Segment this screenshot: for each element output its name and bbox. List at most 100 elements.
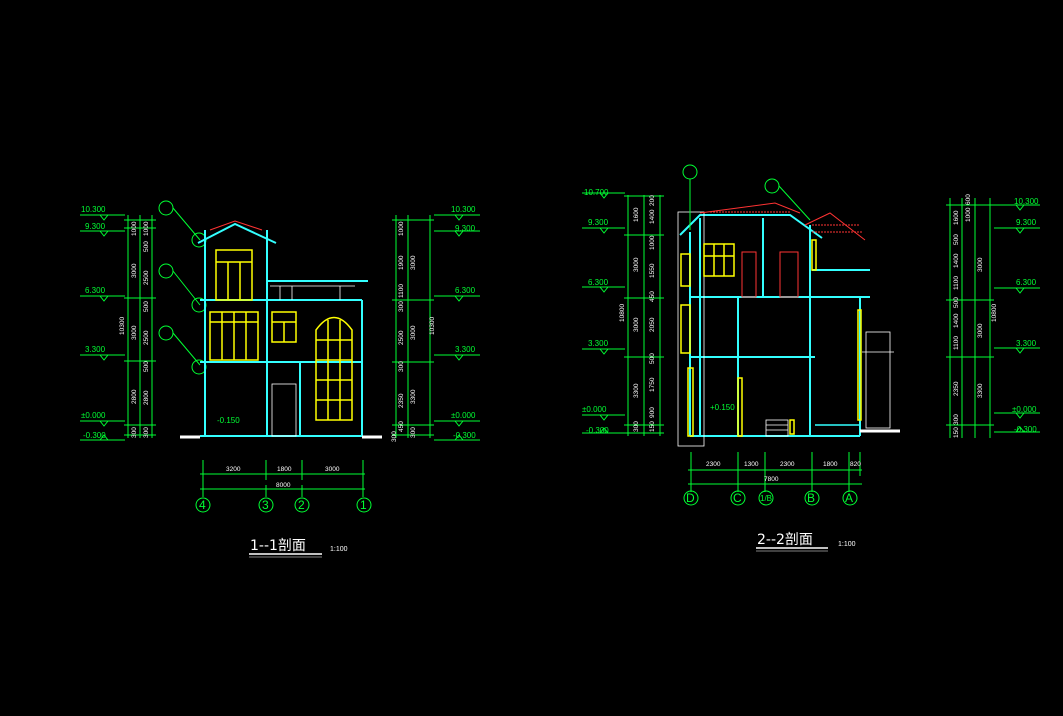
s1-rdim-8: 450 <box>398 421 405 432</box>
s2-bdim-2: 1300 <box>744 461 759 468</box>
s1-left-level-5: ±0.000 <box>81 411 106 420</box>
s1-ldim-3: 3000 <box>131 325 138 340</box>
s1-structure <box>197 222 368 437</box>
s1-ldim-11: 500 <box>143 361 150 372</box>
s2-rdim-2: 1000 <box>965 207 972 222</box>
section2-left-dim-lines <box>582 192 664 436</box>
s2-axis-a: A <box>845 491 853 505</box>
s1-ldim-2: 3000 <box>131 263 138 278</box>
s2-rdim-4: 1400 <box>953 253 960 268</box>
s1-rdim-9: 300 <box>391 431 398 442</box>
s2-rdim-3: 600 <box>965 194 972 205</box>
s2-axis-1b: 1/B <box>760 494 772 503</box>
s1-right-level-5: ±0.000 <box>451 411 476 420</box>
s1-scale: 1:100 <box>330 546 348 553</box>
s1-title: 1--1剖面 <box>250 538 306 554</box>
s2-left-total: 10800 <box>619 304 626 322</box>
s1-rdim-2: 1900 <box>398 255 405 270</box>
s1-bottom-dim-lines <box>200 460 365 497</box>
s2-rmid-3: 3300 <box>977 383 984 398</box>
s2-right-level-1: 10.300 <box>1014 197 1039 206</box>
s1-rmid-2: 3000 <box>410 325 417 340</box>
s2-ldim-5: 1550 <box>649 263 656 278</box>
s2-ldim-11: 150 <box>649 421 656 432</box>
s2-rdim-9: 1100 <box>953 336 960 350</box>
section-1-drawing: 10.300 9.300 6.300 3.300 ±0.000 -0.300 1… <box>80 200 480 558</box>
s2-detail-callouts <box>682 164 811 230</box>
s1-rdim-4: 1100 <box>398 284 405 298</box>
s2-windows <box>680 239 862 437</box>
section2-right-dim-lines <box>946 198 1040 438</box>
s1-roof-outline <box>209 220 263 231</box>
s2-ldim-8: 500 <box>649 353 656 364</box>
s1-left-level-4: 3.300 <box>85 345 106 354</box>
s1-axis-1: 1 <box>360 498 367 512</box>
s1-ldim-8: 2500 <box>143 270 150 285</box>
s2-rmid-2: 3000 <box>977 323 984 338</box>
s2-right-total: 10800 <box>991 304 998 322</box>
s2-ldim-10: 900 <box>649 407 656 418</box>
s1-detail-callouts <box>158 200 207 375</box>
s1-rdim-7: 2350 <box>398 393 405 408</box>
s2-structure <box>679 214 870 437</box>
s2-details <box>765 331 894 437</box>
s2-ldim-4: 1000 <box>649 235 656 250</box>
s2-left-level-1: 10.700 <box>584 188 609 197</box>
s1-ldim-9: 2500 <box>143 330 150 345</box>
s1-ldim-12: 2800 <box>143 390 150 405</box>
s2-rdim-11: 300 <box>953 414 960 425</box>
s2-stair-column <box>677 211 705 447</box>
s2-lmid-1: 3000 <box>633 257 640 272</box>
s2-rdim-12: 150 <box>953 427 960 438</box>
section1-left-dim-lines <box>80 214 156 441</box>
s1-left-level-2: 9.300 <box>85 222 106 231</box>
s2-right-level-2: 9.300 <box>1016 218 1037 227</box>
s2-rmid-1: 3000 <box>977 257 984 272</box>
s1-rmid-4: 300 <box>410 427 417 438</box>
section-2-drawing: 10.700 9.300 6.300 3.300 ±0.000 -0.300 1… <box>582 164 1040 552</box>
s1-rdim-5: 2500 <box>398 330 405 345</box>
s2-bdim-1: 2300 <box>706 461 721 468</box>
s1-rmid-3: 3300 <box>410 389 417 404</box>
s2-lmid-3: 3300 <box>633 383 640 398</box>
s1-axis-4: 4 <box>199 498 206 512</box>
s2-doors <box>741 251 799 298</box>
s2-ldim-9: 1750 <box>649 377 656 392</box>
s1-ldim-1: 1000 <box>131 221 138 236</box>
s2-axis-b: B <box>807 491 815 505</box>
s1-bottom-total: 8000 <box>276 482 291 489</box>
s2-left-level-4: 3.300 <box>588 339 609 348</box>
s2-ldim-1: 1600 <box>633 207 640 222</box>
s2-rdim-1: 1600 <box>953 210 960 225</box>
s2-left-level-5: ±0.000 <box>582 405 607 414</box>
s2-lmid-4: 300 <box>633 421 640 432</box>
s1-left-total: 10300 <box>119 317 126 335</box>
s1-windows <box>209 249 353 437</box>
s1-right-level-1: 10.300 <box>451 205 476 214</box>
s2-bottom-dim-lines <box>688 452 862 492</box>
s1-right-level-3: 6.300 <box>455 286 476 295</box>
s2-axis-d: D <box>686 491 695 505</box>
s1-axis-bubbles <box>195 497 372 513</box>
s2-right-level-3: 6.300 <box>1016 278 1037 287</box>
s2-bottom-total: 7800 <box>764 476 779 483</box>
s1-bdim-3: 3000 <box>325 466 340 473</box>
s2-right-level-6: -0.300 <box>1014 425 1037 434</box>
s1-right-total: 10300 <box>429 317 436 335</box>
s2-ldim-6: 450 <box>649 291 656 302</box>
s1-ldim-4: 2800 <box>131 389 138 404</box>
s1-left-level-6: -0.300 <box>83 431 106 440</box>
s2-lmid-2: 3000 <box>633 317 640 332</box>
s1-rdim-6: 300 <box>398 361 405 372</box>
s1-left-level-3: 6.300 <box>85 286 106 295</box>
s2-ldim-3: 200 <box>649 195 656 206</box>
s2-rdim-10: 2350 <box>953 381 960 396</box>
s1-right-level-6: -0.300 <box>453 431 476 440</box>
s2-rdim-8: 500 <box>953 297 960 308</box>
s1-bdim-2: 1800 <box>277 466 292 473</box>
s2-bdim-3: 2300 <box>780 461 795 468</box>
s2-rdim-7: 1400 <box>953 313 960 328</box>
s2-axis-c: C <box>733 491 742 505</box>
s2-right-level-5: ±0.000 <box>1012 405 1037 414</box>
